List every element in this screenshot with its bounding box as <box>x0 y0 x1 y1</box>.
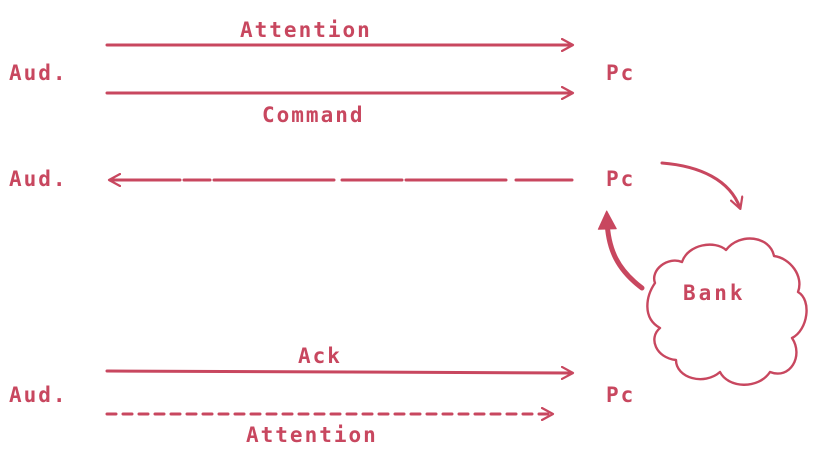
to-bank-curved-arrow <box>660 161 740 208</box>
from-bank-curved-arrow <box>597 210 645 291</box>
pc-label-2: Pc <box>606 167 636 191</box>
aud-label-1: Aud. <box>9 61 68 85</box>
aud-label-3: Aud. <box>9 383 68 407</box>
aud-label-2: Aud. <box>9 167 68 191</box>
ack-label: Ack <box>298 344 342 368</box>
pc-label-3: Pc <box>606 383 636 407</box>
bank-cloud <box>646 237 808 386</box>
pc-label-1: Pc <box>606 61 636 85</box>
bank-label: Bank <box>683 281 746 305</box>
command-label: Command <box>262 103 365 127</box>
attention-label-2: Attention <box>246 423 378 447</box>
ack-arrow <box>105 371 572 373</box>
attention-label-1: Attention <box>240 18 372 42</box>
